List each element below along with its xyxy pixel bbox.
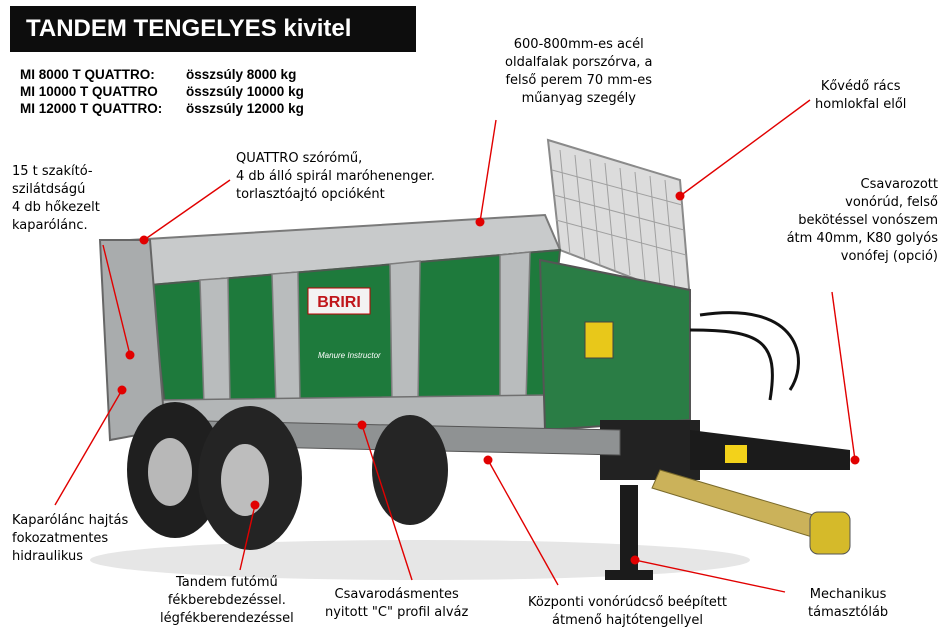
pto-shaft bbox=[651, 469, 831, 541]
label-drawbar: Csavarozott vonórúd, felső bekötéssel vo… bbox=[786, 177, 938, 264]
model-name: MI 8000 T QUATTRO: bbox=[20, 67, 155, 82]
callout-dots bbox=[117, 191, 860, 565]
label-stone-guard: Kővédő rács homlokfal elől bbox=[815, 79, 907, 112]
label-central-tube: Központi vonórúdcső beépített átmenő haj… bbox=[528, 595, 728, 628]
model-row: MI 8000 T QUATTRO: összsúly 8000 kg bbox=[20, 66, 304, 83]
callout-leaders bbox=[54, 99, 856, 593]
label-chassis: Csavarodásmentes nyitott "C" profil alvá… bbox=[325, 587, 469, 620]
brand-logo: BRIRI bbox=[317, 294, 361, 311]
label-sidewalls: 600-800mm-es acél oldalfalak porszórva, … bbox=[505, 37, 653, 106]
hydraulic-hoses bbox=[689, 328, 774, 401]
page-title: TANDEM TENGELYES kivitel bbox=[26, 15, 352, 42]
model-name: MI 12000 T QUATTRO: bbox=[20, 101, 163, 116]
label-spreader: QUATTRO szórómű, 4 db álló spirál maróhe… bbox=[236, 151, 435, 202]
label-chain: 15 t szakító- szilátdságú 4 db hőkezelt … bbox=[12, 164, 100, 233]
hydraulic-hoses bbox=[699, 311, 800, 391]
label-chain-drive: Kaparólánc hajtás fokozatmentes hidrauli… bbox=[12, 513, 129, 564]
tandem-wheels bbox=[127, 402, 448, 550]
label-tandem: Tandem futómű fékberebdezéssel. légfékbe… bbox=[160, 575, 294, 626]
drawbar bbox=[690, 430, 850, 470]
title-banner: TANDEM TENGELYES kivitel bbox=[10, 6, 416, 52]
support-leg-foot bbox=[605, 570, 653, 580]
model-list: MI 8000 T QUATTRO: összsúly 8000 kg MI 1… bbox=[20, 66, 304, 117]
label-support-leg: Mechanikus támasztóláb bbox=[808, 587, 889, 620]
model-row: MI 10000 T QUATTRO összsúly 10000 kg bbox=[20, 83, 304, 100]
model-name: MI 10000 T QUATTRO bbox=[20, 84, 158, 99]
support-leg-post bbox=[620, 485, 638, 570]
model-weight: összsúly 12000 kg bbox=[186, 101, 304, 116]
model-weight: összsúly 10000 kg bbox=[186, 84, 304, 99]
model-decal: Manure Instructor bbox=[318, 351, 381, 360]
drawbar-warning-sticker bbox=[725, 445, 747, 463]
model-weight: összsúly 8000 kg bbox=[186, 67, 297, 82]
stone-guard-mesh bbox=[546, 138, 692, 302]
brand-decal-bg bbox=[307, 287, 371, 315]
front-wall bbox=[538, 258, 691, 432]
warning-panel bbox=[584, 321, 614, 359]
model-row: MI 12000 T QUATTRO: összsúly 12000 kg bbox=[20, 100, 304, 117]
ground-shadow bbox=[90, 540, 750, 580]
pto-coupling bbox=[809, 511, 851, 555]
